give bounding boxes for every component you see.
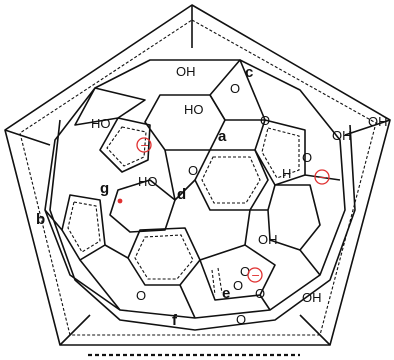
chemical-groups: OH HO HO HO O OH OH H OH OH O O O O O O … xyxy=(91,64,388,327)
label-g: g xyxy=(100,180,109,197)
label-a: a xyxy=(218,128,227,145)
svg-text:−: − xyxy=(251,269,260,282)
group-ho-upper: HO xyxy=(184,102,204,117)
label-d: d xyxy=(177,186,186,203)
site-labels: a b c d e f g xyxy=(36,64,253,329)
label-c: c xyxy=(245,64,253,81)
label-e: e xyxy=(222,285,230,302)
charge-2: − xyxy=(314,169,330,185)
group-o-top2: O xyxy=(260,113,270,128)
group-o-center: O xyxy=(188,163,198,178)
label-b: b xyxy=(36,211,45,228)
svg-text:−: − xyxy=(318,171,327,184)
charge-3: − xyxy=(247,267,263,283)
group-oh-right1: OH xyxy=(332,128,352,143)
group-o-e3: O xyxy=(240,264,250,279)
group-o-e2: O xyxy=(255,286,265,301)
group-o-bottom: O xyxy=(236,312,246,327)
group-o-e1: O xyxy=(233,278,243,293)
group-ho-center: HO xyxy=(138,174,158,189)
group-oh-lower: OH xyxy=(258,232,278,247)
charge-1: − xyxy=(136,137,152,153)
outer-pentagon xyxy=(4,4,391,357)
group-ho-left: HO xyxy=(91,116,111,131)
group-o-bottom-left: O xyxy=(136,288,146,303)
charges: − − − xyxy=(117,137,330,283)
group-oh-bottom-right: OH xyxy=(302,290,322,305)
label-f: f xyxy=(172,312,178,329)
group-oh-right2: OH xyxy=(368,114,388,129)
radical-dot xyxy=(117,198,123,204)
svg-text:−: − xyxy=(140,139,149,152)
group-o-right: O xyxy=(302,150,312,165)
group-h-right: H xyxy=(282,166,291,181)
group-o-top: O xyxy=(230,81,240,96)
group-oh-top: OH xyxy=(176,64,196,79)
internal-rings xyxy=(44,59,341,319)
cage-outline xyxy=(44,59,356,331)
